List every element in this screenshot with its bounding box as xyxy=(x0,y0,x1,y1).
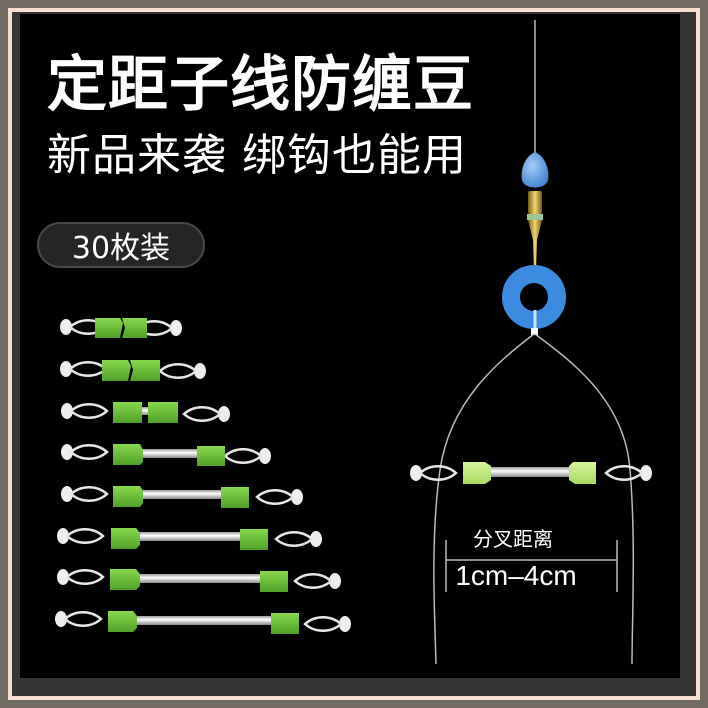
split-distance-label: 分叉距离 xyxy=(473,527,553,551)
headline-title: 定距子线防缠豆 xyxy=(47,50,474,120)
product-lineup xyxy=(53,317,353,634)
product-image-canvas xyxy=(20,14,680,678)
quantity-badge: 30枚装 xyxy=(37,222,205,268)
featured-connector xyxy=(408,462,654,484)
headline-subtitle: 新品来袭 绑钩也能用 xyxy=(47,130,467,181)
blue-bead-icon xyxy=(521,152,549,188)
split-range-label: 1cm–4cm xyxy=(455,560,577,591)
swivel-icon xyxy=(528,220,542,272)
